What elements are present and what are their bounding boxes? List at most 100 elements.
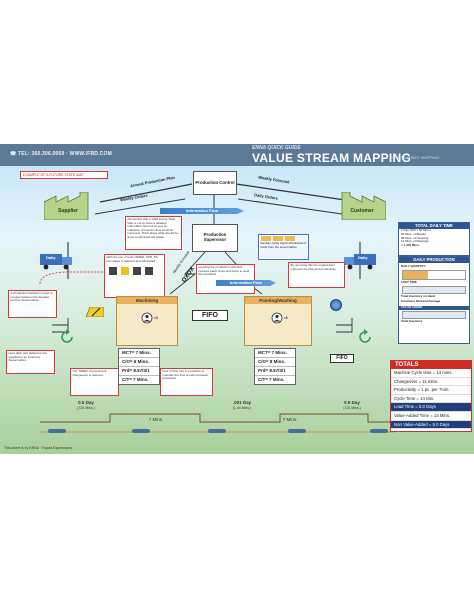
weekly-forecast-arrow bbox=[235, 183, 346, 201]
timeline-day-2: .001 Day bbox=[232, 400, 252, 405]
fifo-lane-small: FIFO bbox=[330, 354, 354, 363]
note-future-state: Remember that a VSM Future State Map is … bbox=[125, 216, 182, 250]
note-kanban-text: Kanban cards signal withdrawal of parts … bbox=[260, 241, 307, 249]
totals-cycle-time: Cycle Time = 14 Min. bbox=[391, 395, 471, 404]
total-daily-time-title: TOTAL DAILY TIME bbox=[399, 223, 469, 229]
daily-orders-arrow bbox=[237, 198, 343, 215]
timeline-pill-4 bbox=[288, 429, 306, 433]
customer-label: Customer bbox=[350, 208, 374, 214]
painting-mct: MCT= 7 Mins. bbox=[255, 349, 295, 358]
fifo-lane: FIFO bbox=[192, 310, 228, 321]
kanban-loop-left bbox=[39, 271, 112, 285]
daily-quantity-bar bbox=[402, 269, 466, 280]
timeline-min-2: 7 Mins. bbox=[282, 417, 298, 422]
daily-quantity: DAILY QUANTITY bbox=[401, 264, 426, 268]
daily-time-line-3: 48 Mins. of Cleaning bbox=[401, 235, 429, 240]
note-supermarket: Here daily part deliveries are supplied … bbox=[6, 350, 55, 374]
daily-time-line-5: = 1,440 Mins. bbox=[401, 243, 420, 248]
note-supply-flow: By removing this the organization improv… bbox=[288, 262, 345, 288]
annual-plan-arrow bbox=[99, 183, 193, 203]
withdrawal-circle-icon-right bbox=[359, 329, 371, 343]
inventory-on-hand: Total Inventory on Hand bbox=[401, 293, 436, 298]
vsm-poster: ☎ TEL: 360.306.0069 · WWW.IFBD.COM ENNA … bbox=[0, 144, 474, 454]
note-kaizen-tools: With the use of tools (SMED, TPM, 5S, et… bbox=[104, 254, 165, 298]
customer-factory-icon bbox=[341, 192, 386, 220]
totals-productivity: Productivity = 1 pc. per 7min. bbox=[391, 386, 471, 395]
painting-productivity: Prd= 8.57/3/1 bbox=[255, 367, 295, 376]
machining-mct: MCT= 7 Mins. bbox=[119, 349, 159, 358]
totals-machine-cycle: Machine Cycle time = 14 mins. bbox=[391, 369, 471, 378]
footer-note: This sheet is by ENNA · Toyota Expressio… bbox=[4, 446, 73, 450]
painting-data-box: MCT= 7 Mins. C/O= 8 Mins. Prd= 8.57/3/1 … bbox=[254, 348, 296, 385]
example-label: EXAMPLE OF A FUTURE STATE MAP bbox=[20, 171, 108, 179]
timeline-pill-2 bbox=[132, 429, 150, 433]
total-inventory: Total Inventory bbox=[401, 318, 423, 323]
timeline-min-1: 7 Mins. bbox=[148, 417, 164, 422]
note-fifo: First In First Out is a practice to main… bbox=[160, 368, 213, 396]
production-supervisor-box: Production Supervisor bbox=[192, 224, 238, 252]
daily-time-line-1: 1 Day (600 x 60 Mins.) bbox=[401, 228, 432, 232]
machining-data-box: MCT= 7 Mins. C/O= 6 Mins. Prd= 8.57/3/1 … bbox=[118, 348, 160, 385]
totals-panel: TOTALS Machine Cycle time = 14 mins. Cha… bbox=[390, 360, 472, 432]
machining-title: Machining bbox=[117, 297, 177, 304]
machining-process: Machining bbox=[116, 296, 178, 346]
operator-count-left: x8 bbox=[154, 316, 158, 320]
machining-changeover: C/O= 6 Mins. bbox=[119, 358, 159, 367]
takt-time: TAKT TIME bbox=[401, 279, 417, 284]
supplier-factory-icon bbox=[44, 192, 89, 220]
totals-value-added: Value-Added Time = 14 Mins. bbox=[391, 412, 471, 421]
page-subtitle: FUTURE STATE MAPPING bbox=[390, 155, 440, 160]
customer-demand: Customer Demand Average bbox=[401, 299, 441, 304]
production-control-box: Production Control bbox=[193, 171, 237, 195]
machining-cycle-time: C/T= 7 Mins. bbox=[122, 377, 149, 382]
daily-production-panel: DAILY PRODUCTION DAILY QUANTITY TAKT TIM… bbox=[398, 256, 470, 344]
note-leveling: Leveling the production schedule reduces… bbox=[196, 264, 255, 294]
electronic-info-left bbox=[169, 251, 206, 295]
operator-icon-right bbox=[271, 312, 283, 324]
information-flow-arrow-2: Information Flow bbox=[216, 280, 276, 286]
timeline-pill-1 bbox=[48, 429, 66, 433]
timeline-day-3-sub: (720 Mins.) bbox=[343, 406, 361, 410]
operator-icon-left bbox=[141, 312, 153, 324]
timeline-day-1: 0.5 Day bbox=[78, 400, 94, 405]
page-title: VALUE STREAM MAPPING bbox=[252, 151, 412, 165]
timeline-pill-3 bbox=[208, 429, 226, 433]
supplier-label: Supplier bbox=[57, 208, 78, 214]
total-daily-time-panel: TOTAL DAILY TIME 1 Day (600 x 60 Mins.) … bbox=[398, 222, 470, 256]
truck-label-left: Daily bbox=[46, 255, 56, 260]
daily-production-title: DAILY PRODUCTION bbox=[399, 257, 469, 263]
timeline-day-2-sub: (1.44 Mins.) bbox=[232, 406, 252, 410]
painting-cycle-time: C/T= 7 Mins. bbox=[258, 377, 285, 382]
note-kaizen-text: With the use of tools (SMED, TPM, 5S, et… bbox=[106, 255, 159, 263]
timeline-day-3: 0.5 Day bbox=[344, 400, 360, 405]
painting-changeover: C/O= 8 Mins. bbox=[255, 358, 295, 367]
brand-label: ENNA QUICK GUIDE bbox=[252, 145, 301, 151]
note-kanban-cards: Kanban cards signal withdrawal of parts … bbox=[258, 234, 309, 260]
timeline-day-1-sub: (720 Mins.) bbox=[77, 406, 95, 410]
kaizen-burst-right bbox=[330, 299, 342, 311]
daily-time-line-4: 12 Mins. of Meetings bbox=[401, 239, 429, 244]
weekly-orders-arrow bbox=[94, 198, 186, 215]
painting-title: Painting/Washing bbox=[245, 297, 311, 304]
value-added-bar bbox=[402, 310, 466, 319]
totals-non-value-added: Non Value-Added = 5.0 Days bbox=[391, 420, 471, 430]
truck-icon-right bbox=[344, 254, 376, 270]
totals-lead-time: Lead Time = 5.0 Days bbox=[391, 403, 471, 412]
timeline-pill-5 bbox=[370, 429, 388, 433]
totals-changeover: Changeover = 11 mins. bbox=[391, 378, 471, 387]
note-smed: Our 'SMED' improvement changeover is red… bbox=[70, 368, 119, 396]
information-flow-arrow: Information Flow bbox=[160, 208, 244, 214]
truck-icon-left bbox=[40, 254, 72, 270]
truck-label-right: Daily bbox=[358, 255, 368, 260]
production-kanban-icon bbox=[86, 307, 104, 317]
daily-time-line-2: 60 Mins. of Breaks bbox=[401, 231, 426, 236]
value-added: VALUE ADDED bbox=[399, 305, 469, 310]
kanban-cards bbox=[260, 236, 307, 241]
totals-title: TOTALS bbox=[391, 361, 471, 369]
contact-info: ☎ TEL: 360.306.0069 · WWW.IFBD.COM bbox=[10, 151, 112, 157]
note-production-kanban: A Production Kanban is used to request b… bbox=[8, 290, 57, 318]
machining-productivity: Prd= 8.57/3/1 bbox=[119, 367, 159, 376]
withdrawal-circle-icon-left bbox=[61, 329, 73, 343]
supermarket-right bbox=[336, 318, 353, 333]
takt-time-bar bbox=[402, 285, 466, 294]
